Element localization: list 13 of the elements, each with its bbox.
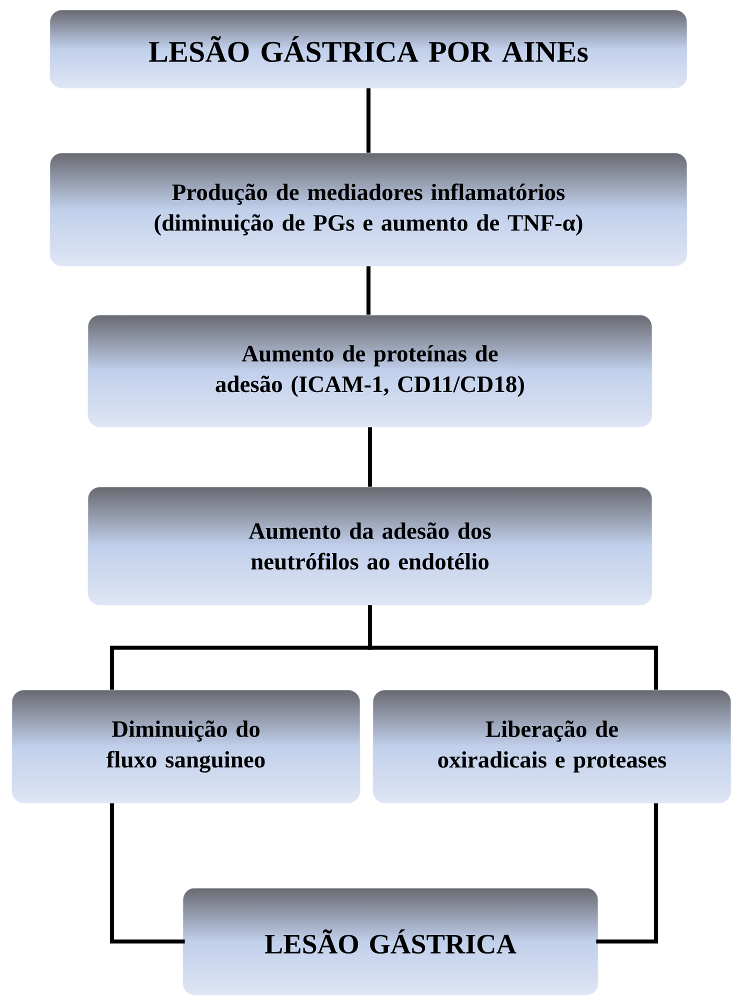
connector-line: [366, 88, 370, 153]
process-box: Liberação de oxiradicais e proteases: [372, 690, 731, 804]
process-box: Diminuição do fluxo sanguineo: [12, 690, 360, 804]
connector-line: [366, 266, 370, 315]
connector-line: [596, 803, 658, 944]
process-box: LESÃO GÁSTRICA POR AINEs: [50, 10, 688, 88]
process-box: Produção de mediadores inflamatórios (diminuição de PGs e aumento de TNF-α): [50, 152, 688, 266]
process-box: Aumento da adesão dos neutrófilos ao endotélio: [88, 486, 652, 606]
connector-line: [368, 427, 372, 487]
process-box: Aumento de proteínas de adesão (ICAM-1, CD11/CD18): [88, 314, 652, 428]
connector-line: [368, 605, 658, 690]
process-box: LESÃO GÁSTRICA: [182, 888, 598, 996]
connector-line: [110, 803, 185, 944]
